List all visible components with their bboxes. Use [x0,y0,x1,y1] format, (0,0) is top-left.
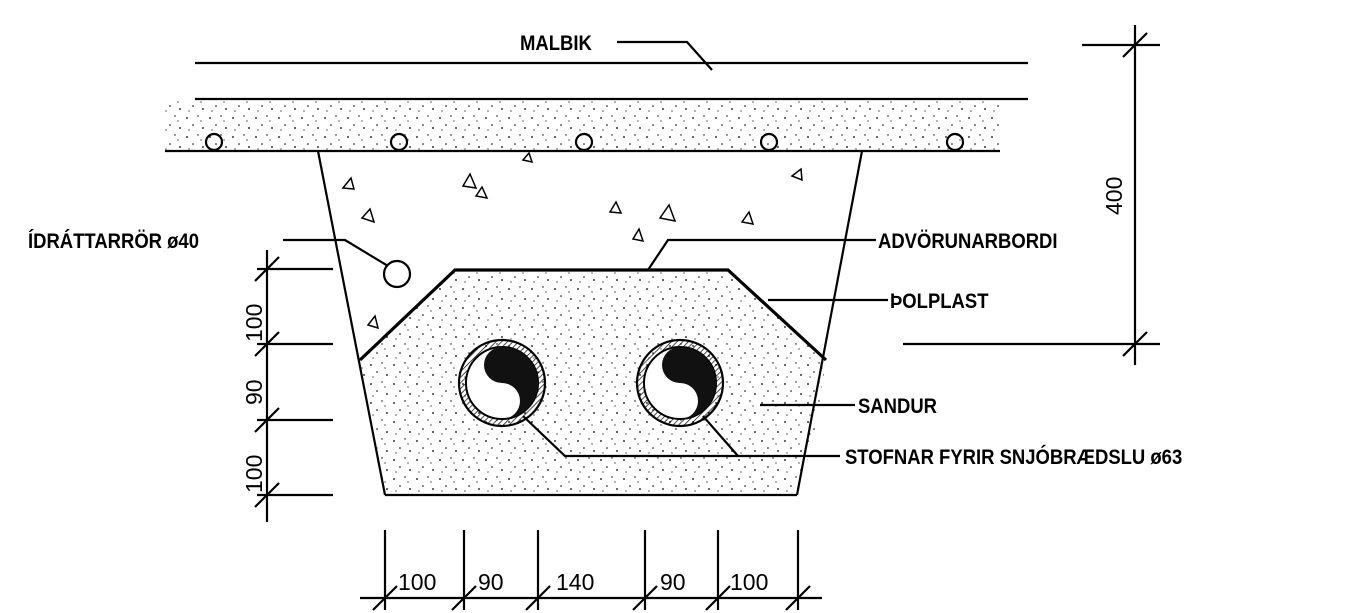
sand-bed [358,268,828,495]
concrete-slab [165,101,1000,153]
slab-pipe-2 [389,132,409,152]
slab-pipe-3 [574,132,594,152]
label-warning-tape: ADVÖRUNARBORDI [878,229,1058,253]
dimension-label-bottom-1: 100 [398,569,436,595]
slab-pipe-4 [759,132,779,152]
leader-lines [283,40,888,458]
slab-pipe-1 [204,132,224,152]
label-conduit: ÍDRÁTTARRÖR ø40 [28,229,199,253]
dimension-label-bottom-2: 90 [478,569,504,595]
conduit-pipe-40 [382,259,412,289]
label-snow-melting-pipes: STOFNAR FYRIR SNJÓBRÆDSLU ø63 [845,444,1182,469]
dimension-label-total-height: 400 [1101,177,1127,215]
dimension-label-bottom-3: 140 [556,569,594,595]
snow-melting-pipe-left [457,338,547,428]
asphalt-layer [195,61,1028,101]
label-sand: SANDUR [858,395,937,418]
backfill-aggregate [341,151,803,330]
dimension-height-total [903,25,1160,365]
slab-pipe-5 [945,132,965,152]
dimension-label-bottom-5: 100 [730,569,768,595]
dimension-label-left-1: 100 [241,304,267,342]
dimension-label-left-3: 100 [241,455,267,493]
dimension-label-bottom-4: 90 [660,569,686,595]
dimension-left-chain [254,250,333,522]
label-polyethylene: ÞOLPLAST [890,290,988,313]
dimension-bottom-chain [360,530,822,611]
snow-melting-pipe-right [635,338,725,428]
dimension-label-left-2: 90 [241,379,267,405]
label-asphalt: MALBIK [520,32,592,55]
